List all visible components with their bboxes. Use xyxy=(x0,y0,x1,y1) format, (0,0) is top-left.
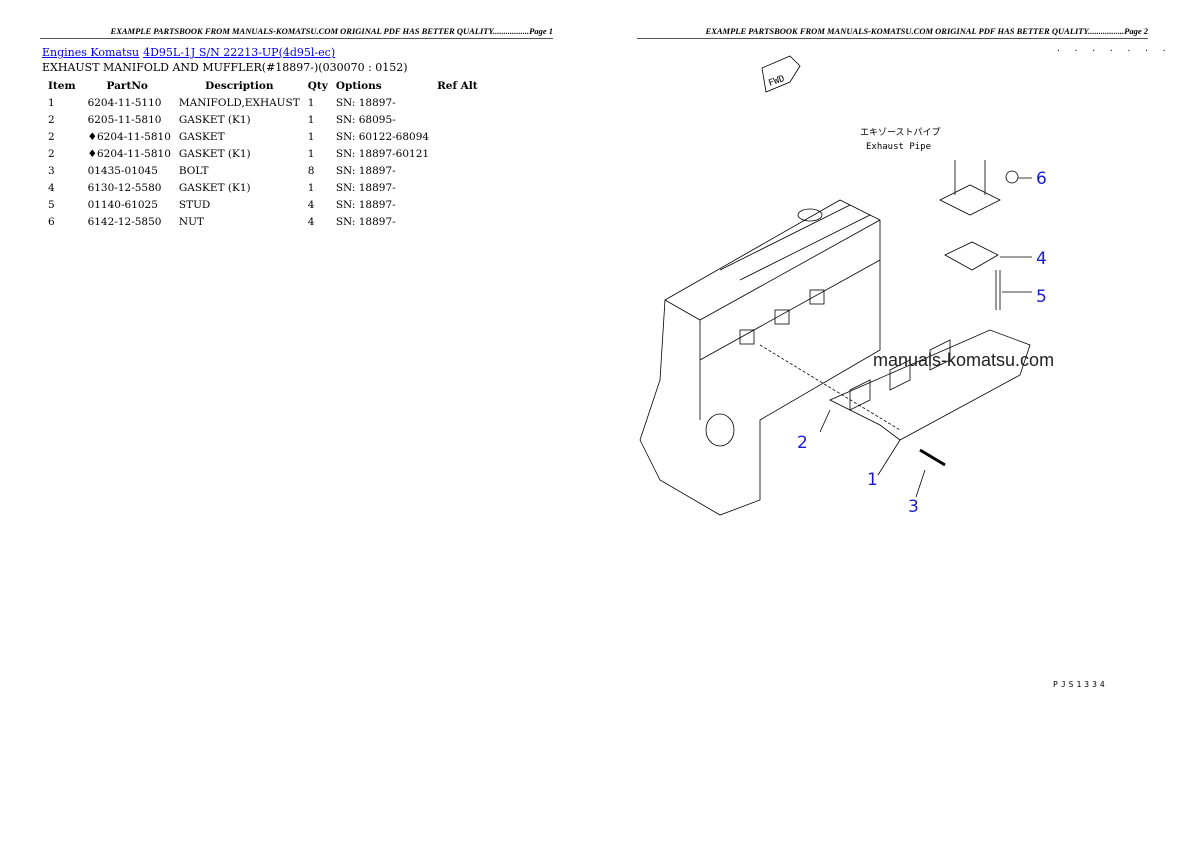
qty-cell: 1 xyxy=(307,96,315,109)
description-cell: GASKET (K1) xyxy=(178,113,251,126)
dots: . . . . . . . xyxy=(1056,44,1171,53)
qty-cell: 1 xyxy=(307,130,315,143)
nut-part xyxy=(1005,170,1019,184)
item-cell: 2 xyxy=(48,147,55,160)
bolt-part xyxy=(919,448,946,467)
column-header: Qty xyxy=(307,79,328,92)
refalt-cell xyxy=(433,145,482,162)
table-row: 6 6142-12-5850 NUT 4 SN: 18897- xyxy=(44,213,482,230)
item-cell: 3 xyxy=(48,164,55,177)
partno-cell: ♦6204-11-5810 xyxy=(87,130,171,143)
refalt-cell xyxy=(433,196,482,213)
partno-cell: 01435-01045 xyxy=(87,164,158,177)
exhaust-manifold xyxy=(829,329,1031,441)
stud-part xyxy=(995,270,1001,310)
partno-cell: 01140-61025 xyxy=(87,198,158,211)
partno-cell: 6142-12-5850 xyxy=(87,215,162,228)
qty-cell: 4 xyxy=(307,198,315,211)
refalt-cell xyxy=(433,162,482,179)
gasket-part xyxy=(944,241,999,271)
item-cell: 6 xyxy=(48,215,55,228)
page-header: EXAMPLE PARTSBOOK FROM MANUALS-KOMATSU.C… xyxy=(637,26,1148,39)
description-cell: STUD xyxy=(178,198,211,211)
table-row: 5 01140-61025 STUD 4 SN: 18897- xyxy=(44,196,482,213)
exploded-parts-diagram: FWD エキゾーストパイプ Exhaust Pipe 6 4 5 2 1 3 xyxy=(639,55,1047,517)
item-cell: 1 xyxy=(48,96,55,109)
options-cell: SN: 18897- xyxy=(335,198,396,211)
callout-5: 5 xyxy=(1036,287,1047,307)
partno-cell: 6205-11-5810 xyxy=(87,113,162,126)
pipe-label-jp: エキゾーストパイプ xyxy=(860,127,941,138)
qty-cell: 1 xyxy=(307,113,315,126)
description-cell: NUT xyxy=(178,215,204,228)
table-row: 2 6205-11-5810 GASKET (K1) 1 SN: 68095- xyxy=(44,111,482,128)
callout-3: 3 xyxy=(908,497,919,517)
refalt-cell xyxy=(433,111,482,128)
refalt-cell xyxy=(433,213,482,230)
partno-cell: ♦6204-11-5810 xyxy=(87,147,171,160)
exhaust-pipe xyxy=(939,160,1001,216)
options-cell: SN: 18897- xyxy=(335,181,396,194)
callout-1: 1 xyxy=(867,470,878,490)
refalt-cell xyxy=(433,179,482,196)
column-header: Description xyxy=(205,79,274,92)
pipe-label-en: Exhaust Pipe xyxy=(866,142,931,152)
table-header-row: Item PartNo Description Qty Options Ref Alt xyxy=(44,77,482,94)
svg-text:FWD: FWD xyxy=(767,74,786,89)
options-cell: SN: 60122-68094 xyxy=(335,130,430,143)
callout-2: 2 xyxy=(797,433,808,453)
refalt-cell xyxy=(433,128,482,145)
parts-table: Item PartNo Description Qty Options Ref Alt 1… xyxy=(44,77,482,230)
table-row: 3 01435-01045 BOLT 8 SN: 18897- xyxy=(44,162,482,179)
options-cell: SN: 18897- xyxy=(335,164,396,177)
qty-cell: 1 xyxy=(307,181,315,194)
description-cell: BOLT xyxy=(178,164,209,177)
qty-cell: 4 xyxy=(307,215,315,228)
breadcrumb-link-model[interactable]: 4D95L-1J S/N 22213-UP(4d95l-ec) xyxy=(143,46,336,59)
table-row: 4 6130-12-5580 GASKET (K1) 1 SN: 18897- xyxy=(44,179,482,196)
breadcrumb-link-engines[interactable]: Engines Komatsu xyxy=(42,46,140,59)
options-cell: SN: 18897- xyxy=(335,96,396,109)
table-row: 1 6204-11-5110 MANIFOLD,EXHAUST 1 SN: 18897- xyxy=(44,94,482,111)
description-cell: GASKET (K1) xyxy=(178,147,251,160)
options-cell: SN: 18897- xyxy=(335,215,396,228)
column-header: Item xyxy=(48,79,76,92)
column-header: PartNo xyxy=(106,79,148,92)
page-header: EXAMPLE PARTSBOOK FROM MANUALS-KOMATSU.C… xyxy=(40,26,553,39)
options-cell: SN: 68095- xyxy=(335,113,396,126)
callout-6: 6 xyxy=(1036,169,1047,189)
item-cell: 2 xyxy=(48,130,55,143)
description-cell: GASKET (K1) xyxy=(178,181,251,194)
refalt-cell xyxy=(433,94,482,111)
item-cell: 4 xyxy=(48,181,55,194)
item-cell: 2 xyxy=(48,113,55,126)
fwd-arrow-icon: FWD xyxy=(761,55,801,93)
options-cell: SN: 18897-60121 xyxy=(335,147,430,160)
watermark: manuals-komatsu.com xyxy=(873,350,1055,370)
drawing-reference: PJS1334 xyxy=(1053,680,1108,689)
partno-cell: 6130-12-5580 xyxy=(87,181,162,194)
partno-cell: 6204-11-5110 xyxy=(87,96,162,109)
column-header: Options xyxy=(335,79,382,92)
table-row: 2 ♦6204-11-5810 GASKET 1 SN: 60122-68094 xyxy=(44,128,482,145)
column-header: Ref Alt xyxy=(437,79,478,92)
section-title: EXHAUST MANIFOLD AND MUFFLER(#18897-)(03… xyxy=(42,61,408,74)
engine-block xyxy=(639,199,881,516)
description-cell: GASKET xyxy=(178,130,225,143)
table-row: 2 ♦6204-11-5810 GASKET (K1) 1 SN: 18897-6012… xyxy=(44,145,482,162)
qty-cell: 1 xyxy=(307,147,315,160)
callout-4: 4 xyxy=(1036,249,1047,269)
qty-cell: 8 xyxy=(307,164,315,177)
item-cell: 5 xyxy=(48,198,55,211)
description-cell: MANIFOLD,EXHAUST xyxy=(178,96,300,109)
